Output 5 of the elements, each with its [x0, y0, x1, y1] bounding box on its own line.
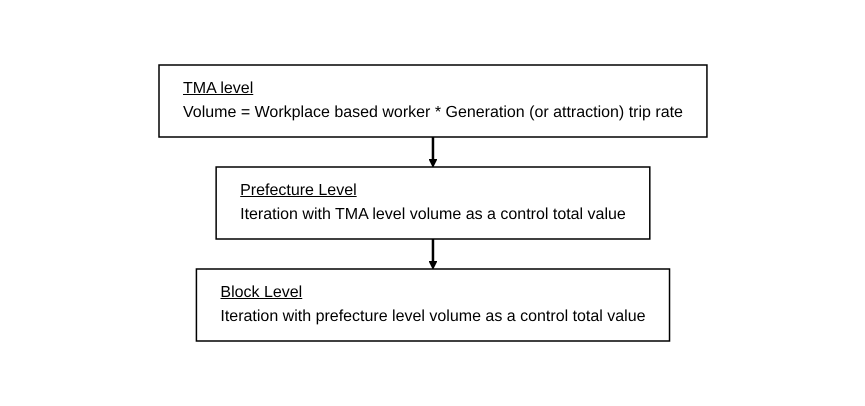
- node-box: Prefecture Level Iteration with TMA level volume as a control total value: [214, 166, 650, 240]
- arrow: [428, 137, 437, 168]
- arrow: [428, 239, 437, 270]
- node-box: TMA level Volume = Workplace based worker * Generation (or attraction) trip rate: [158, 64, 708, 138]
- node-box: Block Level Iteration with prefecture level volume as a control total value: [195, 268, 670, 342]
